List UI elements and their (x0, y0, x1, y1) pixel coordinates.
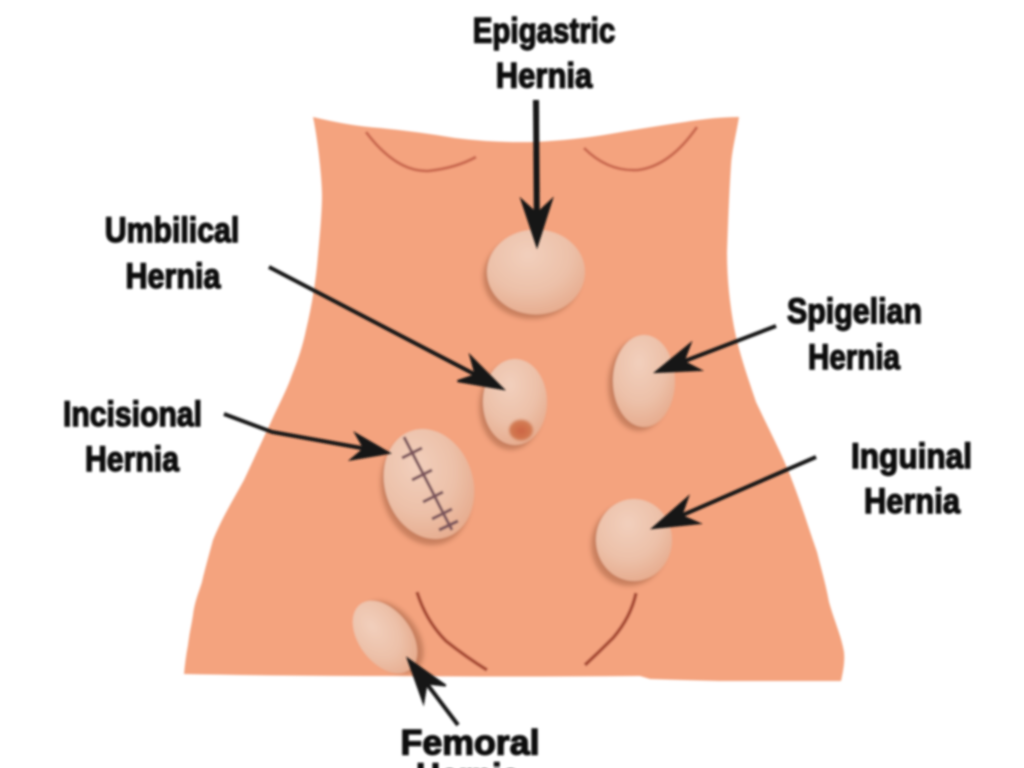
svg-text:Femoral: Femoral (401, 723, 540, 763)
svg-text:Hernia: Hernia (126, 256, 221, 296)
svg-text:Incisional: Incisional (63, 394, 202, 434)
svg-text:Inguinal: Inguinal (851, 436, 972, 476)
svg-text:Hernia: Hernia (85, 439, 179, 479)
svg-text:Hernia: Hernia (496, 56, 593, 96)
svg-text:Hernia: Hernia (416, 756, 520, 768)
svg-text:Umbilical: Umbilical (105, 210, 240, 250)
svg-text:Hernia: Hernia (864, 481, 960, 521)
svg-text:Epigastric: Epigastric (473, 10, 616, 50)
svg-text:Hernia: Hernia (808, 337, 900, 377)
svg-text:Spigelian: Spigelian (787, 291, 922, 331)
